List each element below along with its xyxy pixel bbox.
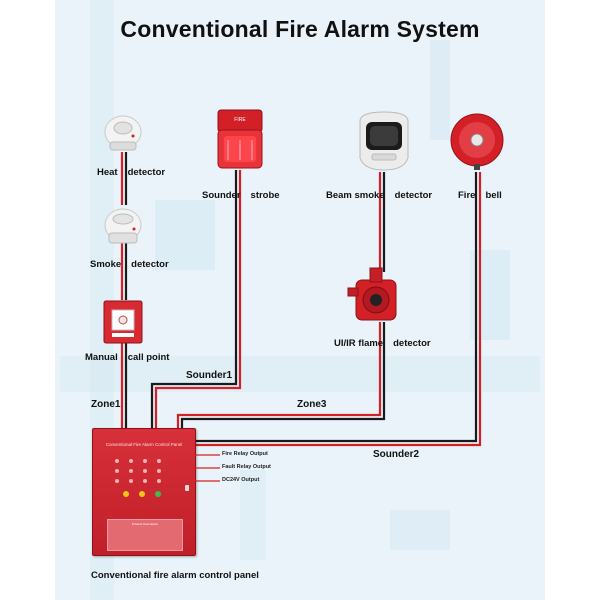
zone3-label: Zone3: [297, 399, 327, 410]
background-decoration: [390, 510, 450, 550]
sounder2-wire-red: [194, 172, 482, 447]
flame-detector-label: UI/IR flame detector: [334, 338, 431, 349]
smoke-detector-label: Smoke detector: [90, 259, 169, 270]
sounder-strobe-icon: FIRE: [217, 109, 263, 169]
flame-detector-icon: [347, 267, 397, 321]
beam-detector-label: Beam smoke detector: [326, 190, 432, 201]
zone-indicator: [143, 469, 147, 473]
smoke-detector-label-word1: Smoke: [90, 259, 122, 270]
strobe-label-word1: Sounder: [202, 190, 241, 201]
zone-indicator: [129, 469, 133, 473]
fire-bell-label: Fire bell: [458, 190, 502, 201]
sounder1-wire-red: [154, 170, 242, 428]
background-decoration: [155, 200, 215, 270]
background-decoration: [240, 470, 266, 560]
product-description-box: Product Description: [107, 519, 183, 551]
zone3-wire-black: [180, 322, 386, 428]
zone-indicator: [143, 479, 147, 483]
call-point-label-word2: call point: [127, 352, 170, 363]
background-decoration: [430, 40, 450, 140]
strobe-badge: FIRE: [234, 117, 246, 123]
output-dc24v: DC24V Output: [222, 477, 260, 483]
beam-smoke-detector-icon: [359, 111, 409, 171]
beam-label-word1: Beam smoke: [326, 190, 385, 201]
status-led-icon: [155, 491, 161, 497]
bell-label-word2: bell: [485, 190, 502, 201]
heat-detector-label-word1: Heat: [97, 167, 118, 178]
call-point-label-word1: Manual: [85, 352, 118, 363]
flame-label-word2: detector: [393, 338, 431, 349]
call-point-label: Manual call point: [85, 352, 169, 363]
zone3-wire-red: [176, 322, 382, 428]
zone-indicator: [143, 459, 147, 463]
manual-call-point-icon: [103, 300, 143, 344]
beam-label-word2: detector: [394, 190, 433, 201]
zone-indicator: [129, 479, 133, 483]
power-led-icon: [139, 491, 145, 497]
output-fault-relay: Fault Relay Output: [222, 464, 271, 470]
bell-label-word1: Fire: [458, 190, 476, 201]
zone1-label: Zone1: [91, 399, 121, 410]
product-description-title: Product Description: [131, 522, 159, 526]
panel-caption: Conventional fire alarm control panel: [91, 570, 259, 581]
sounder2-wire-black: [194, 172, 478, 443]
zone-indicator: [157, 479, 161, 483]
zone-indicator: [129, 459, 133, 463]
zone-indicator: [115, 459, 119, 463]
heat-detector-label: Heat detector: [97, 167, 165, 178]
zone-indicator: [157, 459, 161, 463]
control-panel: Conventional Fire Alarm Control Panel Pr…: [92, 428, 196, 556]
zone-indicator: [115, 469, 119, 473]
sounder2-label: Sounder2: [373, 449, 420, 460]
heat-detector-label-word2: detector: [127, 167, 166, 178]
sounder1-label: Sounder1: [186, 370, 233, 381]
sounder1-wire-black: [150, 170, 238, 428]
background-decoration: [60, 356, 540, 392]
key-lock-icon: [185, 485, 189, 491]
output-fire-relay: Fire Relay Output: [222, 451, 268, 457]
fire-bell-icon: [450, 113, 504, 170]
zone-indicator: [115, 479, 119, 483]
smoke-detector-label-word2: detector: [131, 259, 169, 270]
smoke-detector-icon: [104, 208, 142, 244]
page-title: Conventional Fire Alarm System: [120, 16, 480, 42]
flame-label-word1: UI/IR flame: [334, 338, 384, 349]
zone-indicator: [157, 469, 161, 473]
control-panel-title: Conventional Fire Alarm Control Panel: [105, 442, 183, 447]
heat-detector-icon: [104, 115, 142, 151]
sounder-strobe-label: Sounder strobe: [202, 190, 280, 201]
fault-led-icon: [123, 491, 129, 497]
strobe-label-word2: strobe: [250, 190, 280, 201]
